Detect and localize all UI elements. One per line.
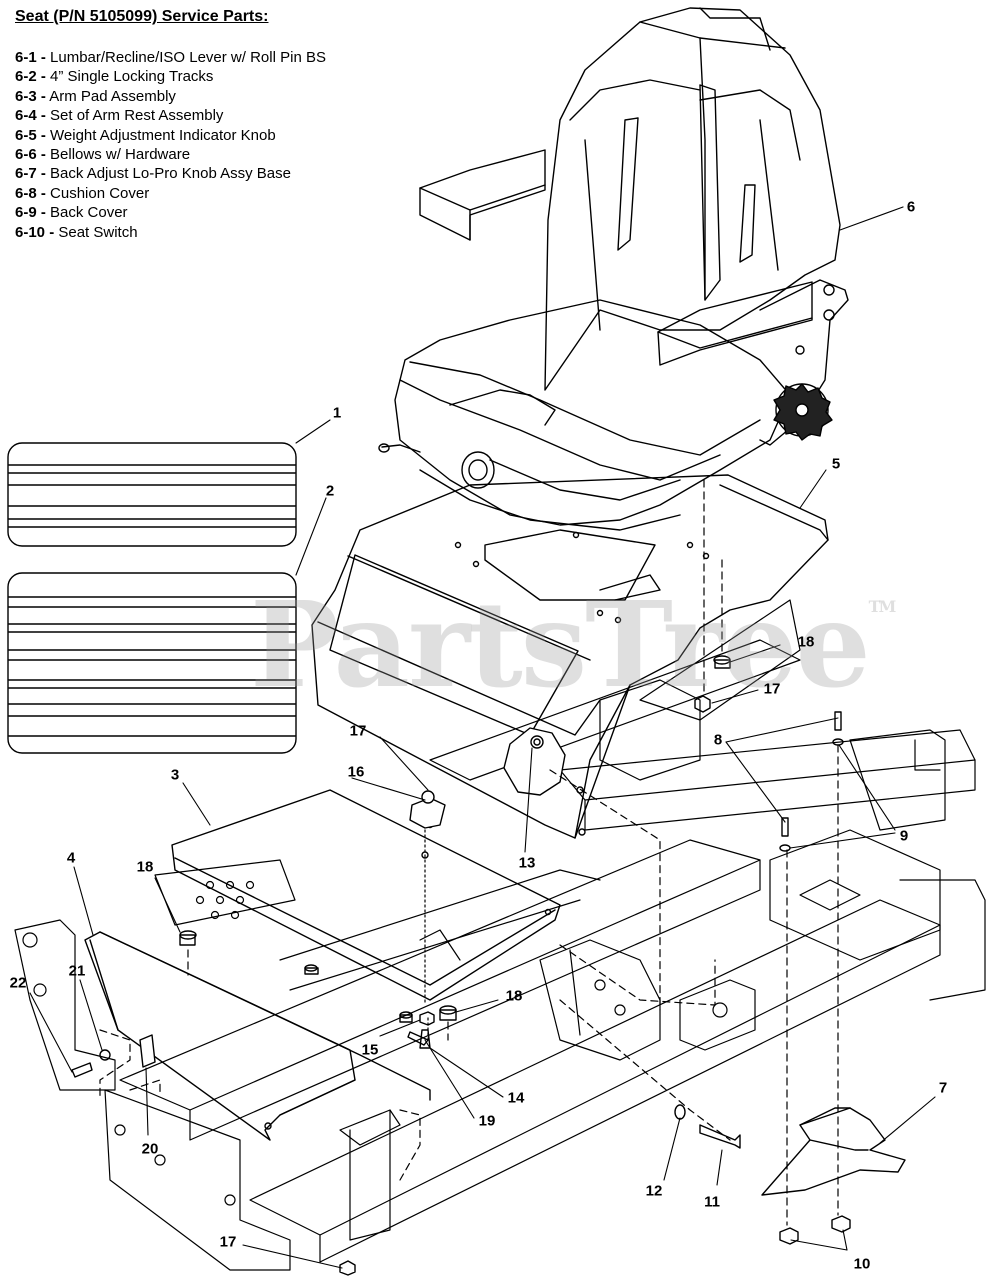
callout-16: 16 <box>347 763 365 781</box>
leader-lines <box>29 206 936 1269</box>
mower-frame <box>14 599 986 1271</box>
callout-22: 22 <box>9 974 27 992</box>
callout-2: 2 <box>325 482 335 500</box>
callout-17: 17 <box>763 680 781 698</box>
decal-1 <box>7 442 297 547</box>
service-parts-title: Seat (P/N 5105099) Service Parts: <box>15 8 269 25</box>
callout-14: 14 <box>507 1089 525 1107</box>
callout-3: 3 <box>170 766 180 784</box>
fasteners <box>71 655 851 1276</box>
callout-18: 18 <box>136 858 154 876</box>
callout-17: 17 <box>219 1233 237 1251</box>
callout-19: 19 <box>478 1112 496 1130</box>
callout-15: 15 <box>361 1041 379 1059</box>
assembly-lines <box>99 479 839 1226</box>
service-parts-list: 6-1 - Lumbar/Recline/ISO Lever w/ Roll P… <box>15 48 326 242</box>
callout-8: 8 <box>713 731 723 749</box>
service-part-item: 6-10 - Seat Switch <box>15 223 138 241</box>
decal-2 <box>7 572 297 754</box>
seat-pan <box>311 474 829 839</box>
callout-21: 21 <box>68 962 86 980</box>
callout-12: 12 <box>645 1182 663 1200</box>
service-part-item: 6-7 - Back Adjust Lo-Pro Knob Assy Base <box>15 165 291 183</box>
callout-10: 10 <box>853 1255 871 1273</box>
panel-4 <box>84 931 431 1141</box>
callout-5: 5 <box>831 455 841 473</box>
service-part-item: 6-1 - Lumbar/Recline/ISO Lever w/ Roll P… <box>15 49 326 66</box>
plate-3 <box>171 789 561 1001</box>
callout-18: 18 <box>797 633 815 651</box>
seat-assembly <box>378 7 849 531</box>
callout-17: 17 <box>349 722 367 740</box>
callout-13: 13 <box>518 854 536 872</box>
callout-18: 18 <box>505 987 523 1005</box>
callout-4: 4 <box>66 849 76 867</box>
callout-7: 7 <box>938 1079 948 1097</box>
callout-20: 20 <box>141 1140 159 1158</box>
callout-9: 9 <box>899 827 909 845</box>
callout-1: 1 <box>332 404 342 422</box>
service-part-item: 6-5 - Weight Adjustment Indicator Knob <box>15 126 276 144</box>
service-part-item: 6-3 - Arm Pad Assembly <box>15 87 176 105</box>
service-part-item: 6-8 - Cushion Cover <box>15 184 150 202</box>
service-part-item: 6-2 - 4” Single Locking Tracks <box>15 68 214 86</box>
service-part-item: 6-9 - Back Cover <box>15 204 128 222</box>
callout-6: 6 <box>906 198 916 216</box>
bracket-7 <box>761 1107 906 1196</box>
service-part-item: 6-6 - Bellows w/ Hardware <box>15 146 191 164</box>
service-part-item: 6-4 - Set of Arm Rest Assembly <box>15 107 224 125</box>
callout-11: 11 <box>704 1193 720 1211</box>
